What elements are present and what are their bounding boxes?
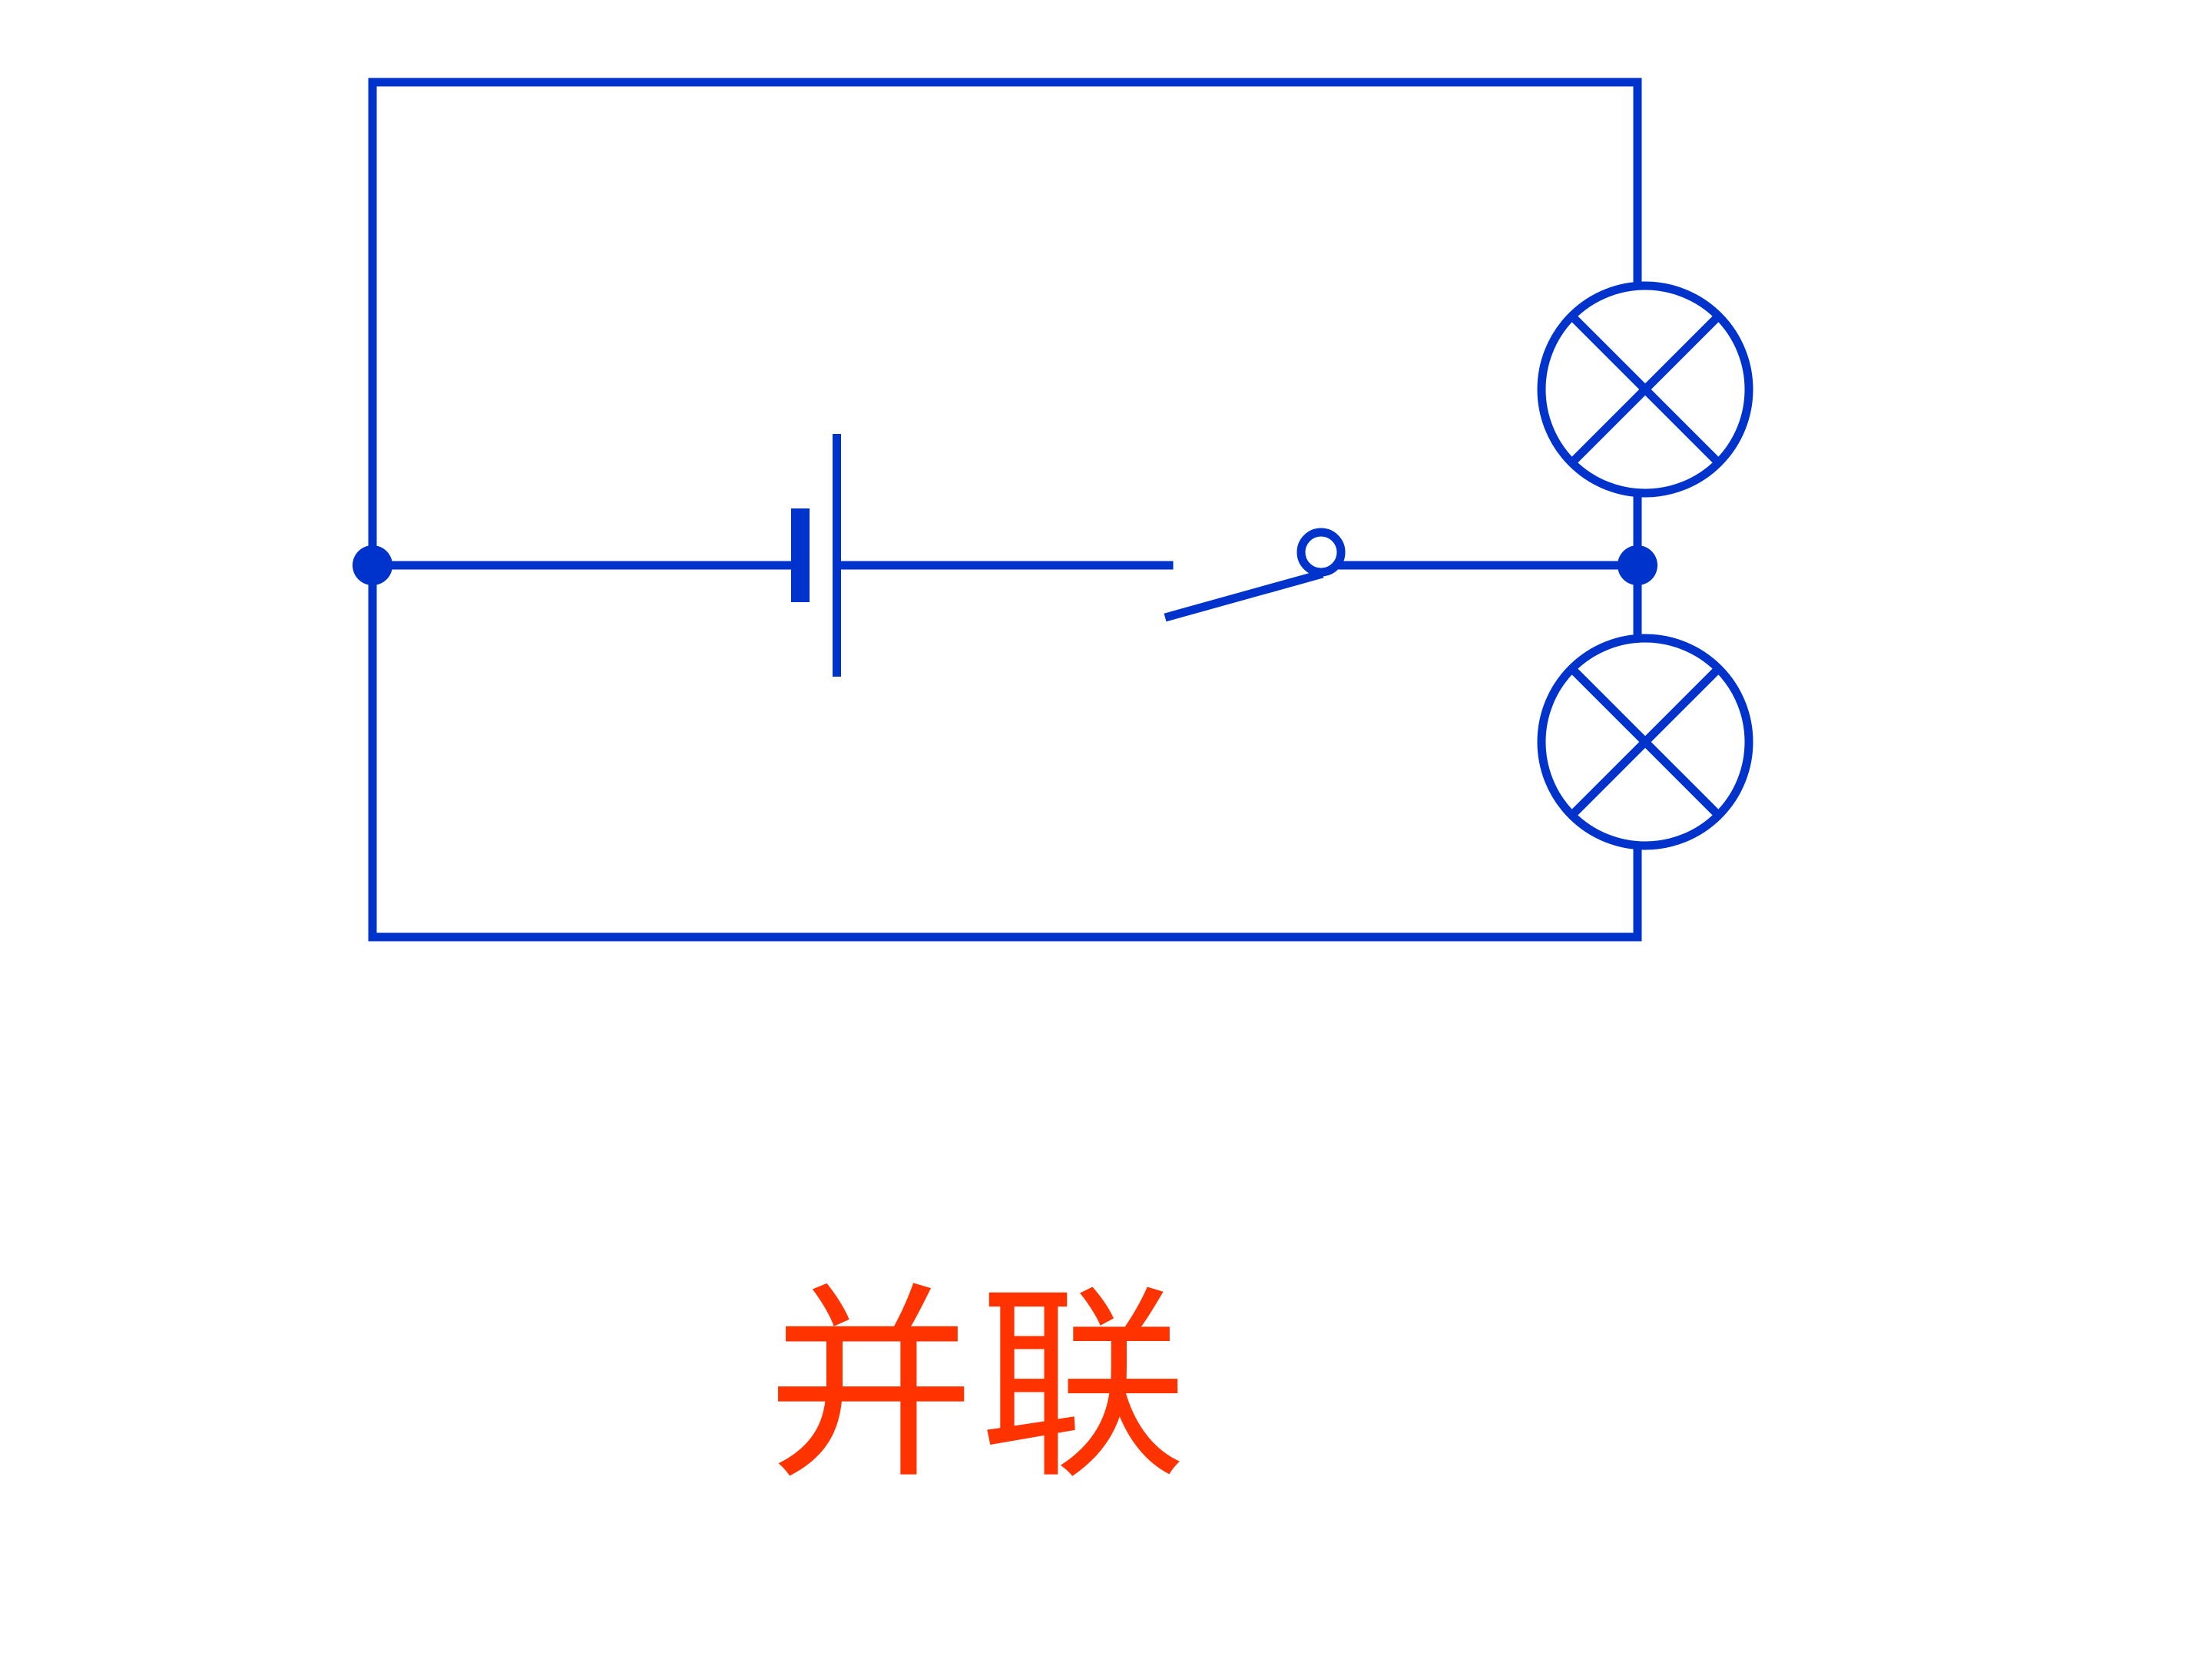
lamp-bulb [1537, 281, 1753, 498]
lamp-filament [1569, 666, 1721, 818]
junction-node-right [1618, 545, 1657, 585]
lamp-filament [1569, 313, 1721, 465]
battery-icon [791, 434, 841, 677]
battery-positive-plate [833, 434, 841, 677]
junction-node-left [353, 545, 392, 585]
lamp-icon [1537, 281, 1753, 498]
switch-lever [1164, 569, 1324, 622]
battery-negative-plate [791, 508, 810, 602]
caption-parallel: 并联 [767, 1265, 1191, 1507]
lamp-bulb [1537, 634, 1753, 850]
switch-contact [1296, 528, 1346, 577]
switch-icon [1164, 528, 1346, 622]
lamp-icon [1537, 634, 1753, 850]
